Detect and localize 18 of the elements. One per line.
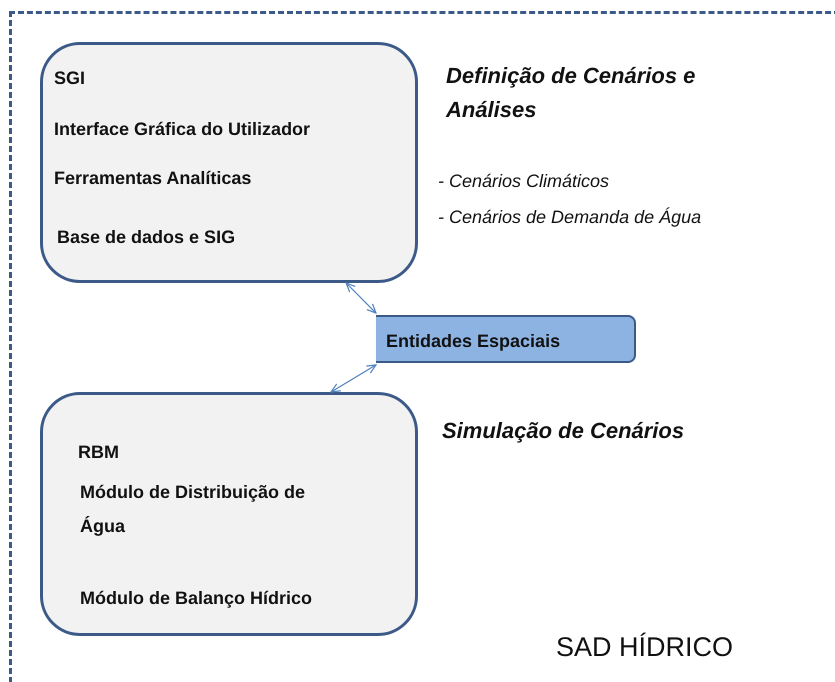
section-heading: Definição de Cenários e Análises [446, 62, 696, 124]
entity-box [376, 315, 636, 363]
system-title: SAD HÍDRICO [556, 631, 734, 664]
module-label: Entidades Espaciais [386, 330, 562, 353]
section-heading: Simulação de Cenários [442, 417, 686, 445]
module-label: Módulo de Distribuição de Água [80, 481, 306, 538]
list-item: - Cenários Climáticos [438, 170, 610, 193]
module-label: Base de dados e SIG [57, 226, 236, 249]
module-box [40, 42, 418, 283]
list-item: - Cenários de Demanda de Água [438, 206, 702, 229]
module-label: Módulo de Balanço Hídrico [80, 587, 314, 610]
module-box [40, 392, 418, 636]
double-arrow [346, 282, 377, 314]
module-label: RBM [78, 441, 120, 464]
module-label: SGI [54, 67, 86, 90]
module-label: Interface Gráfica do Utilizador [54, 118, 312, 141]
double-arrow [330, 364, 377, 393]
module-label: Ferramentas Analíticas [54, 167, 252, 190]
